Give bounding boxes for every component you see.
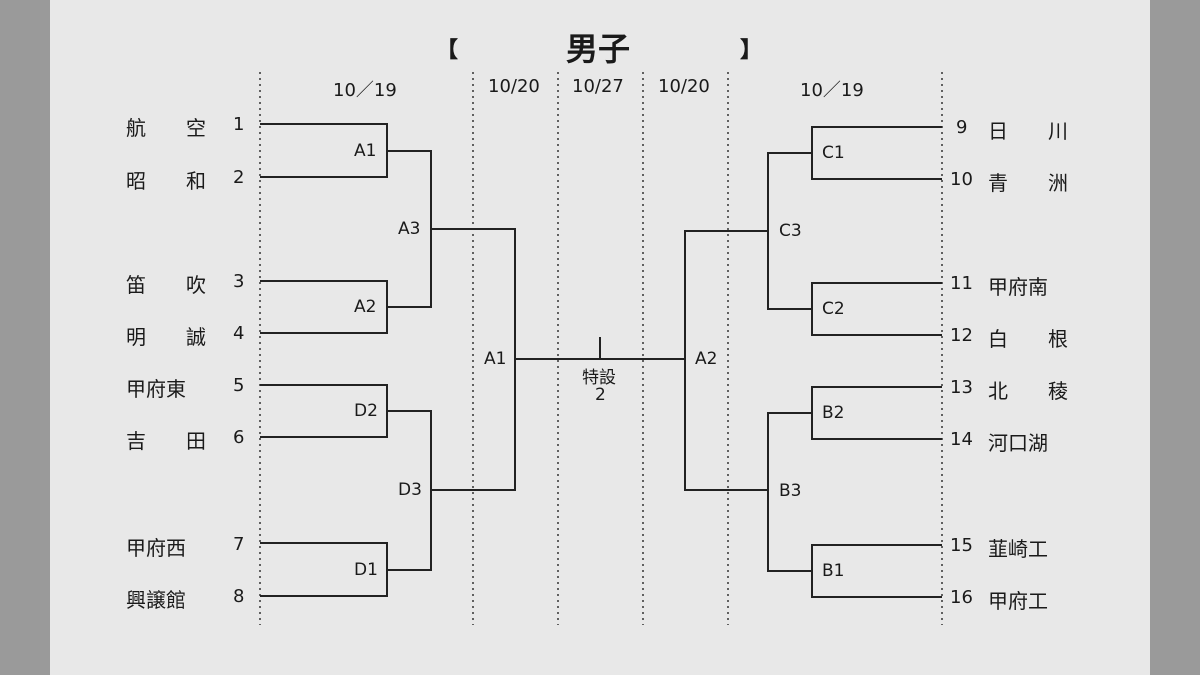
match-label-d1: D1 xyxy=(352,560,380,580)
team-name-right-13: 北 稜 xyxy=(988,379,1068,403)
date-right-round1: 10／19 xyxy=(800,80,864,101)
match-label-semi-left: A1 xyxy=(482,349,509,369)
team-name-left-3: 笛 吹 xyxy=(126,273,206,297)
match-label-c3: C3 xyxy=(777,221,804,241)
team-name-left-6: 吉 田 xyxy=(126,429,206,453)
team-name-right-15: 韮崎工 xyxy=(988,537,1048,561)
bracket-line-b3 xyxy=(767,412,812,572)
date-left-round1: 10／19 xyxy=(333,80,397,101)
match-label-b2: B2 xyxy=(820,403,847,423)
team-seed-right-10: 10 xyxy=(950,169,973,190)
match-label-d3: D3 xyxy=(396,480,424,500)
team-name-left-2: 昭 和 xyxy=(126,169,206,193)
team-seed-left-4: 4 xyxy=(233,323,245,344)
team-seed-left-6: 6 xyxy=(233,427,245,448)
bracket-line-semi-right xyxy=(684,230,768,491)
team-seed-left-3: 3 xyxy=(233,271,245,292)
team-name-right-14: 河口湖 xyxy=(988,431,1048,455)
team-seed-right-14: 14 xyxy=(950,429,973,450)
team-seed-right-15: 15 xyxy=(950,535,973,556)
match-label-a3: A3 xyxy=(396,219,423,239)
team-seed-left-1: 1 xyxy=(233,114,245,135)
team-seed-left-8: 8 xyxy=(233,586,245,607)
team-name-left-8: 興譲館 xyxy=(126,588,186,612)
team-name-right-9: 日 川 xyxy=(988,119,1068,143)
team-seed-left-7: 7 xyxy=(233,534,245,555)
bracket-sheet: 【 男子 】 10／19 10/20 10/27 10/20 10／19 航 空… xyxy=(50,0,1150,675)
venue-number: 2 xyxy=(593,385,608,405)
title-bracket-right: 】 xyxy=(740,38,763,63)
team-name-right-12: 白 根 xyxy=(988,327,1068,351)
team-seed-left-5: 5 xyxy=(233,375,245,396)
page-title: 男子 xyxy=(566,30,631,68)
team-seed-right-11: 11 xyxy=(950,273,973,294)
match-label-semi-right: A2 xyxy=(693,349,720,369)
team-name-right-11: 甲府南 xyxy=(988,275,1048,299)
match-label-a1: A1 xyxy=(352,141,379,161)
team-seed-left-2: 2 xyxy=(233,167,245,188)
team-name-right-16: 甲府工 xyxy=(988,589,1048,613)
team-seed-right-12: 12 xyxy=(950,325,973,346)
team-name-left-1: 航 空 xyxy=(126,116,206,140)
team-name-right-10: 青 洲 xyxy=(988,171,1068,195)
match-label-b1: B1 xyxy=(820,561,847,581)
match-label-a2: A2 xyxy=(352,297,379,317)
team-seed-right-13: 13 xyxy=(950,377,973,398)
date-final: 10/27 xyxy=(572,76,624,97)
match-label-d2: D2 xyxy=(352,401,380,421)
bracket-lines xyxy=(259,72,943,625)
date-right-round2: 10/20 xyxy=(658,76,710,97)
team-seed-right-16: 16 xyxy=(950,587,973,608)
team-name-left-4: 明 誠 xyxy=(126,325,206,349)
match-label-c2: C2 xyxy=(820,299,847,319)
venue-label: 特設 xyxy=(580,363,618,388)
team-seed-right-9: 9 xyxy=(956,117,968,138)
team-name-left-7: 甲府西 xyxy=(126,536,186,560)
match-label-c1: C1 xyxy=(820,143,847,163)
match-label-b3: B3 xyxy=(777,481,804,501)
date-left-round2: 10/20 xyxy=(488,76,540,97)
team-name-left-5: 甲府東 xyxy=(126,377,186,401)
title-bracket-left: 【 xyxy=(436,38,459,63)
